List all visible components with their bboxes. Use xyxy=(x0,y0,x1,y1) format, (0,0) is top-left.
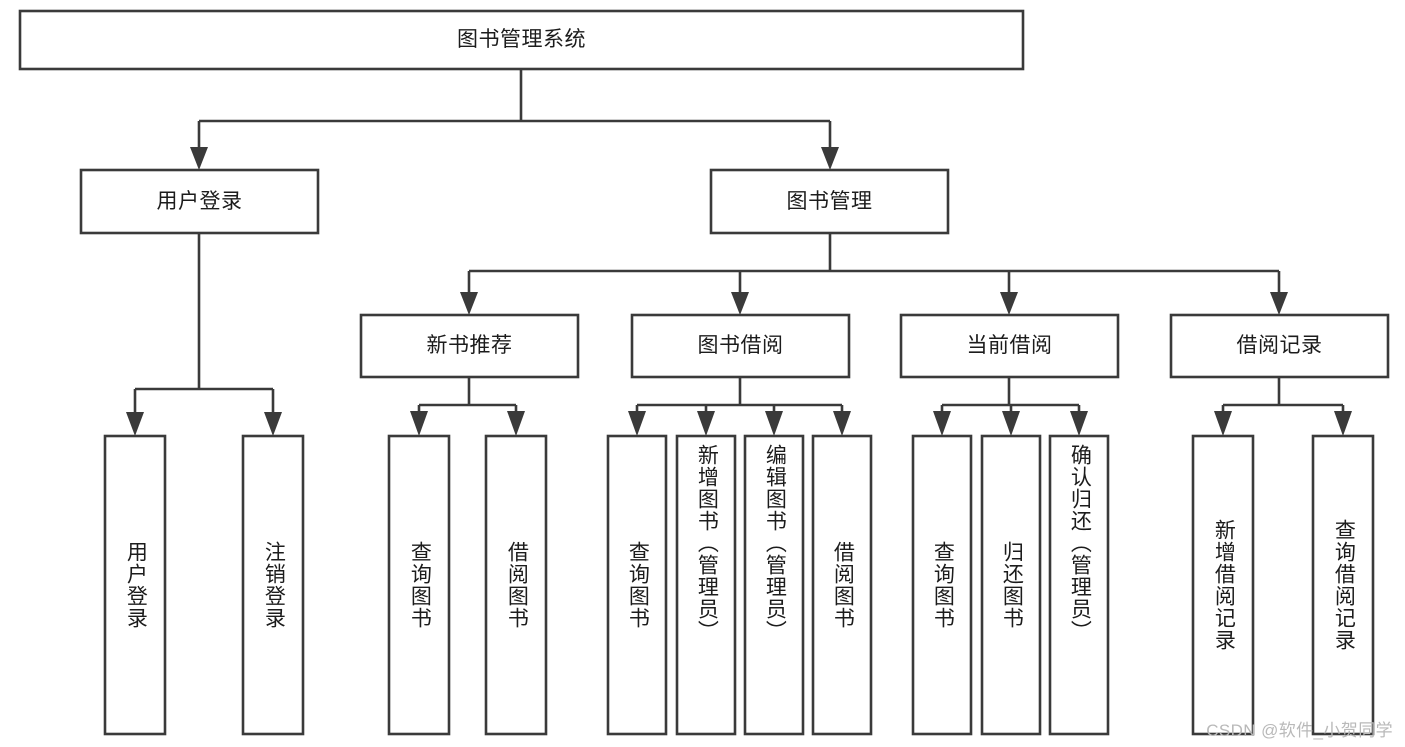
arrow-head-leaf-add-record xyxy=(1214,411,1232,436)
connector-current-borrow-to-leaves xyxy=(933,377,1088,436)
node-box-leaf-add-record[interactable] xyxy=(1191,434,1255,736)
arrow-head-leaf-user-login xyxy=(126,412,144,436)
node-box-leaf-query-book-2[interactable] xyxy=(606,434,668,736)
arrow-head-leaf-query-book-2 xyxy=(628,411,646,436)
connector-book-manage-to-level3 xyxy=(460,233,1288,315)
node-box-current-borrow[interactable] xyxy=(899,313,1120,379)
connector-borrow-record-to-leaves xyxy=(1214,377,1352,436)
arrow-head-book-manage xyxy=(821,147,839,170)
arrow-head-leaf-logout-login xyxy=(264,412,282,436)
node-box-leaf-query-book-1[interactable] xyxy=(387,434,451,736)
node-box-leaf-confirm-return[interactable] xyxy=(1048,434,1110,736)
node-box-leaf-add-book[interactable] xyxy=(675,434,737,736)
connector-new-book-rec-to-leaves xyxy=(410,377,525,436)
node-box-leaf-return-book[interactable] xyxy=(980,434,1042,736)
arrow-head-borrow-record xyxy=(1270,292,1288,315)
node-box-leaf-query-record[interactable] xyxy=(1311,434,1375,736)
node-box-leaf-user-login[interactable] xyxy=(103,434,167,736)
node-box-leaf-borrow-book-1[interactable] xyxy=(484,434,548,736)
arrow-head-leaf-return-book xyxy=(1002,411,1020,436)
node-box-borrow-record[interactable] xyxy=(1169,313,1390,379)
arrow-head-book-borrow xyxy=(731,292,749,315)
arrow-head-leaf-borrow-book-1 xyxy=(507,411,525,436)
connector-root-to-level2 xyxy=(190,69,839,170)
arrow-head-leaf-query-book-1 xyxy=(410,411,428,436)
arrow-head-leaf-edit-book xyxy=(765,411,783,436)
arrow-head-current-borrow xyxy=(1000,292,1018,315)
arrow-head-user-login xyxy=(190,147,208,170)
connector-book-borrow-to-leaves xyxy=(628,377,851,436)
arrow-head-leaf-query-book-3 xyxy=(933,411,951,436)
connector-user-login-to-leaves xyxy=(126,233,282,436)
node-box-leaf-logout-login[interactable] xyxy=(241,434,305,736)
node-box-leaf-edit-book[interactable] xyxy=(743,434,805,736)
node-box-new-book-rec[interactable] xyxy=(359,313,580,379)
arrow-head-leaf-confirm-return xyxy=(1070,411,1088,436)
node-box-leaf-borrow-book-2[interactable] xyxy=(811,434,873,736)
arrow-head-leaf-borrow-book-2 xyxy=(833,411,851,436)
arrow-head-leaf-query-record xyxy=(1334,411,1352,436)
arrow-head-leaf-add-book xyxy=(697,411,715,436)
arrow-head-new-book-rec xyxy=(460,292,478,315)
node-box-leaf-query-book-3[interactable] xyxy=(911,434,973,736)
node-box-user-login[interactable] xyxy=(79,168,320,235)
node-box-root[interactable] xyxy=(18,9,1025,71)
node-box-book-manage[interactable] xyxy=(709,168,950,235)
node-box-book-borrow[interactable] xyxy=(630,313,851,379)
